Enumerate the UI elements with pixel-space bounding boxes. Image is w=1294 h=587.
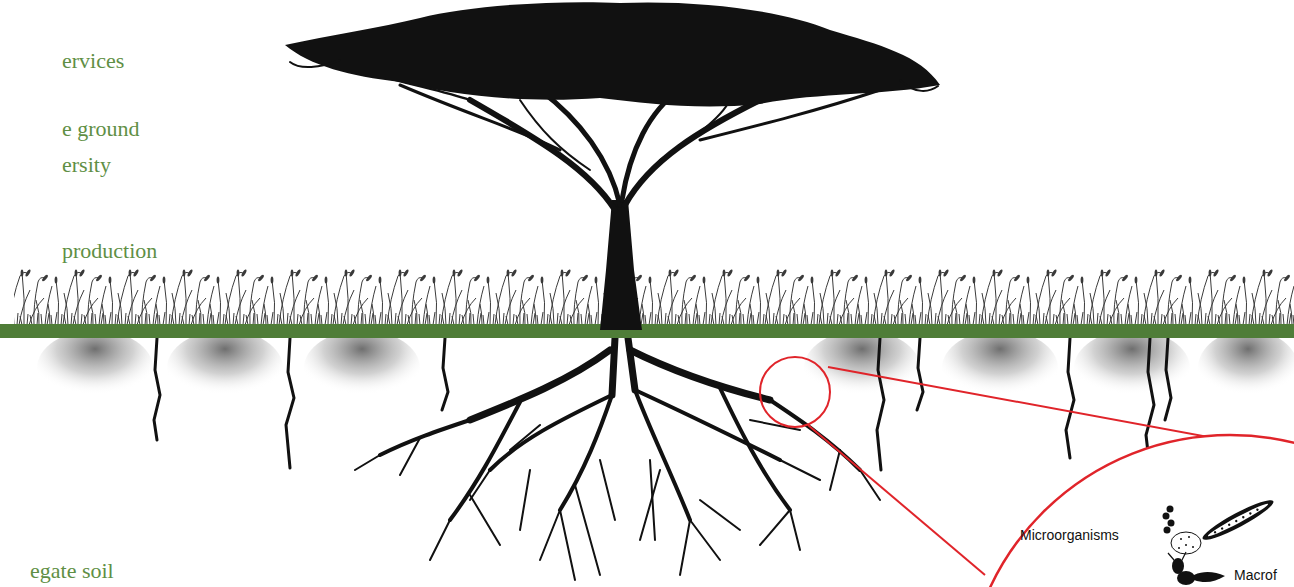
service-label: ersity	[62, 152, 111, 177]
service-label: e ground	[62, 116, 140, 141]
zoom-callout	[760, 357, 1294, 587]
crop-taproots	[154, 338, 1171, 470]
grass-roots	[37, 330, 1294, 406]
service-label: production	[62, 238, 157, 263]
service-label: egate soil	[30, 558, 114, 583]
tree	[285, 2, 940, 330]
soil-organisms	[1163, 495, 1277, 585]
ground-line	[0, 324, 1294, 338]
tree-roots	[355, 338, 880, 580]
organism-label: Macrof	[1234, 567, 1277, 583]
grass-layer	[14, 268, 1294, 325]
organism-label: Microorganisms	[1020, 527, 1119, 543]
service-label: ervices	[62, 48, 124, 73]
